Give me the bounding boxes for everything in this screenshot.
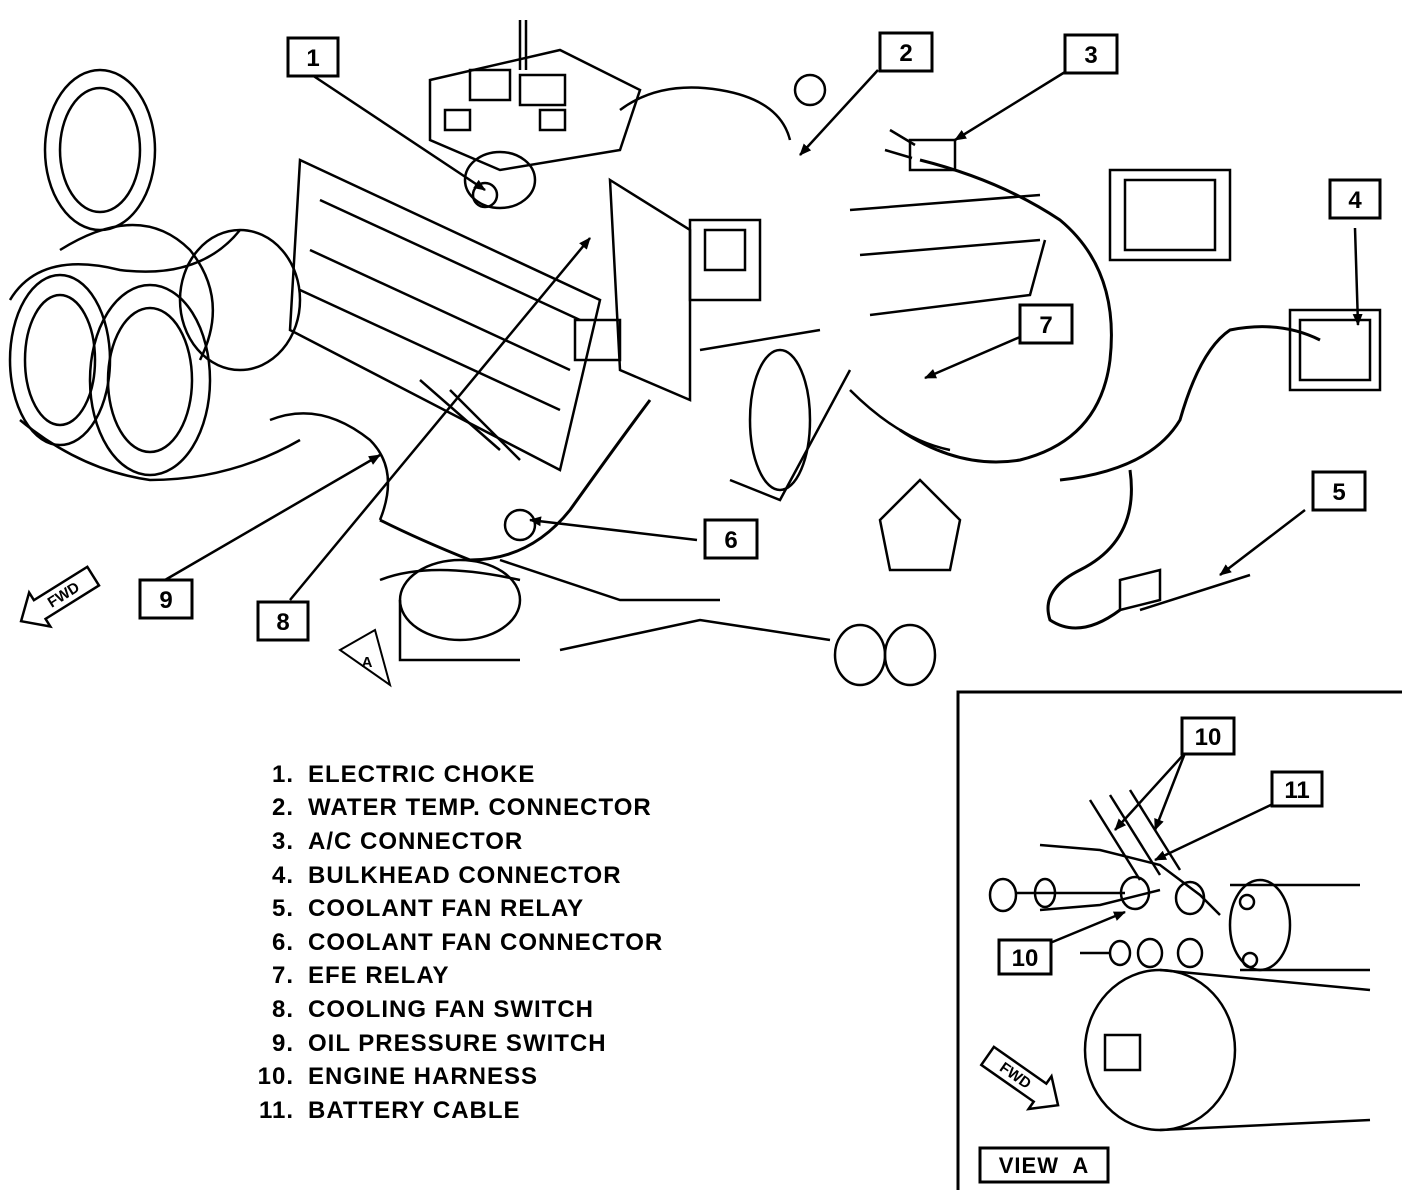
view-a-inset [956,690,1402,1190]
legend-number: 11. [258,1096,294,1124]
callout-8-label: 8 [276,609,289,636]
callout-6: 6 [703,518,759,560]
legend-label: A/C CONNECTOR [308,827,524,855]
callout-4-label: 4 [1348,187,1362,214]
callout-6-label: 6 [724,527,737,554]
legend-label: BULKHEAD CONNECTOR [308,861,622,889]
legend-item: 5. COOLANT FAN RELAY [250,892,770,926]
legend-number: 5. [271,895,294,923]
engine-drawing [8,20,1382,688]
callout-3: 3 [1063,33,1119,75]
view-a-title-text: VIEW A [999,1153,1090,1178]
legend-item: 4. BULKHEAD CONNECTOR [250,859,770,893]
callout-7: 7 [1018,303,1074,345]
callout-4: 4 [1328,178,1382,220]
legend-item: 7. EFE RELAY [250,960,770,994]
legend-item: 10. ENGINE HARNESS [250,1060,770,1094]
fwd-arrow-main: FWD [19,565,101,629]
callout-2-label: 2 [899,40,912,67]
legend-label: ENGINE HARNESS [308,1063,539,1091]
callout-9-label: 9 [159,587,172,614]
legend-item: 9. OIL PRESSURE SWITCH [250,1027,770,1061]
callout-7-label: 7 [1039,312,1052,339]
legend-label: OIL PRESSURE SWITCH [308,1029,607,1057]
view-a-title: VIEW A [978,1146,1110,1184]
legend-label: COOLANT FAN RELAY [308,895,585,923]
callout-11: 11 [1270,770,1324,808]
callout-9: 9 [138,578,194,620]
legend-label: BATTERY CABLE [308,1096,521,1124]
leader-lines [164,69,1363,945]
callout-5: 5 [1311,470,1367,512]
legend-label: ELECTRIC CHOKE [308,760,536,788]
legend-number: 4. [271,861,294,889]
legend-number: 8. [271,995,294,1023]
legend-label: COOLING FAN SWITCH [308,995,594,1023]
callout-8: 8 [256,600,310,642]
callout-3-label: 3 [1084,42,1097,69]
callout-10-top: 10 [1180,716,1236,756]
legend-number: 7. [271,962,294,990]
legend-label: EFE RELAY [308,962,450,990]
callout-5-label: 5 [1332,479,1345,506]
callout-2: 2 [878,31,934,73]
legend-item: 1. ELECTRIC CHOKE [250,758,770,792]
legend-item: 3. A/C CONNECTOR [250,825,770,859]
legend-label: WATER TEMP. CONNECTOR [308,794,652,822]
legend-number: 1. [271,760,294,788]
callout-10-top-label: 10 [1195,724,1222,751]
legend-item: 2. WATER TEMP. CONNECTOR [250,792,770,826]
callout-1-label: 1 [306,45,319,72]
legend-number: 3. [271,827,294,855]
legend-number: 6. [271,928,294,956]
callout-1: 1 [286,36,340,78]
legend-number: 9. [271,1029,294,1057]
legend-item: 8. COOLING FAN SWITCH [250,993,770,1027]
callout-10-bottom: 10 [997,938,1053,976]
parts-legend: 1. ELECTRIC CHOKE 2. WATER TEMP. CONNECTOR… [250,758,770,1128]
callout-11-label: 11 [1284,777,1309,804]
legend-label: COOLANT FAN CONNECTOR [308,928,664,956]
legend-number: 10. [257,1063,294,1091]
view-a-marker: A [362,654,373,671]
callout-10-bottom-label: 10 [1012,945,1039,972]
legend-item: 6. COOLANT FAN CONNECTOR [250,926,770,960]
fwd-arrow-view-a: FWD [979,1045,1060,1111]
legend-item: 11. BATTERY CABLE [250,1094,770,1128]
legend-number: 2. [271,794,294,822]
